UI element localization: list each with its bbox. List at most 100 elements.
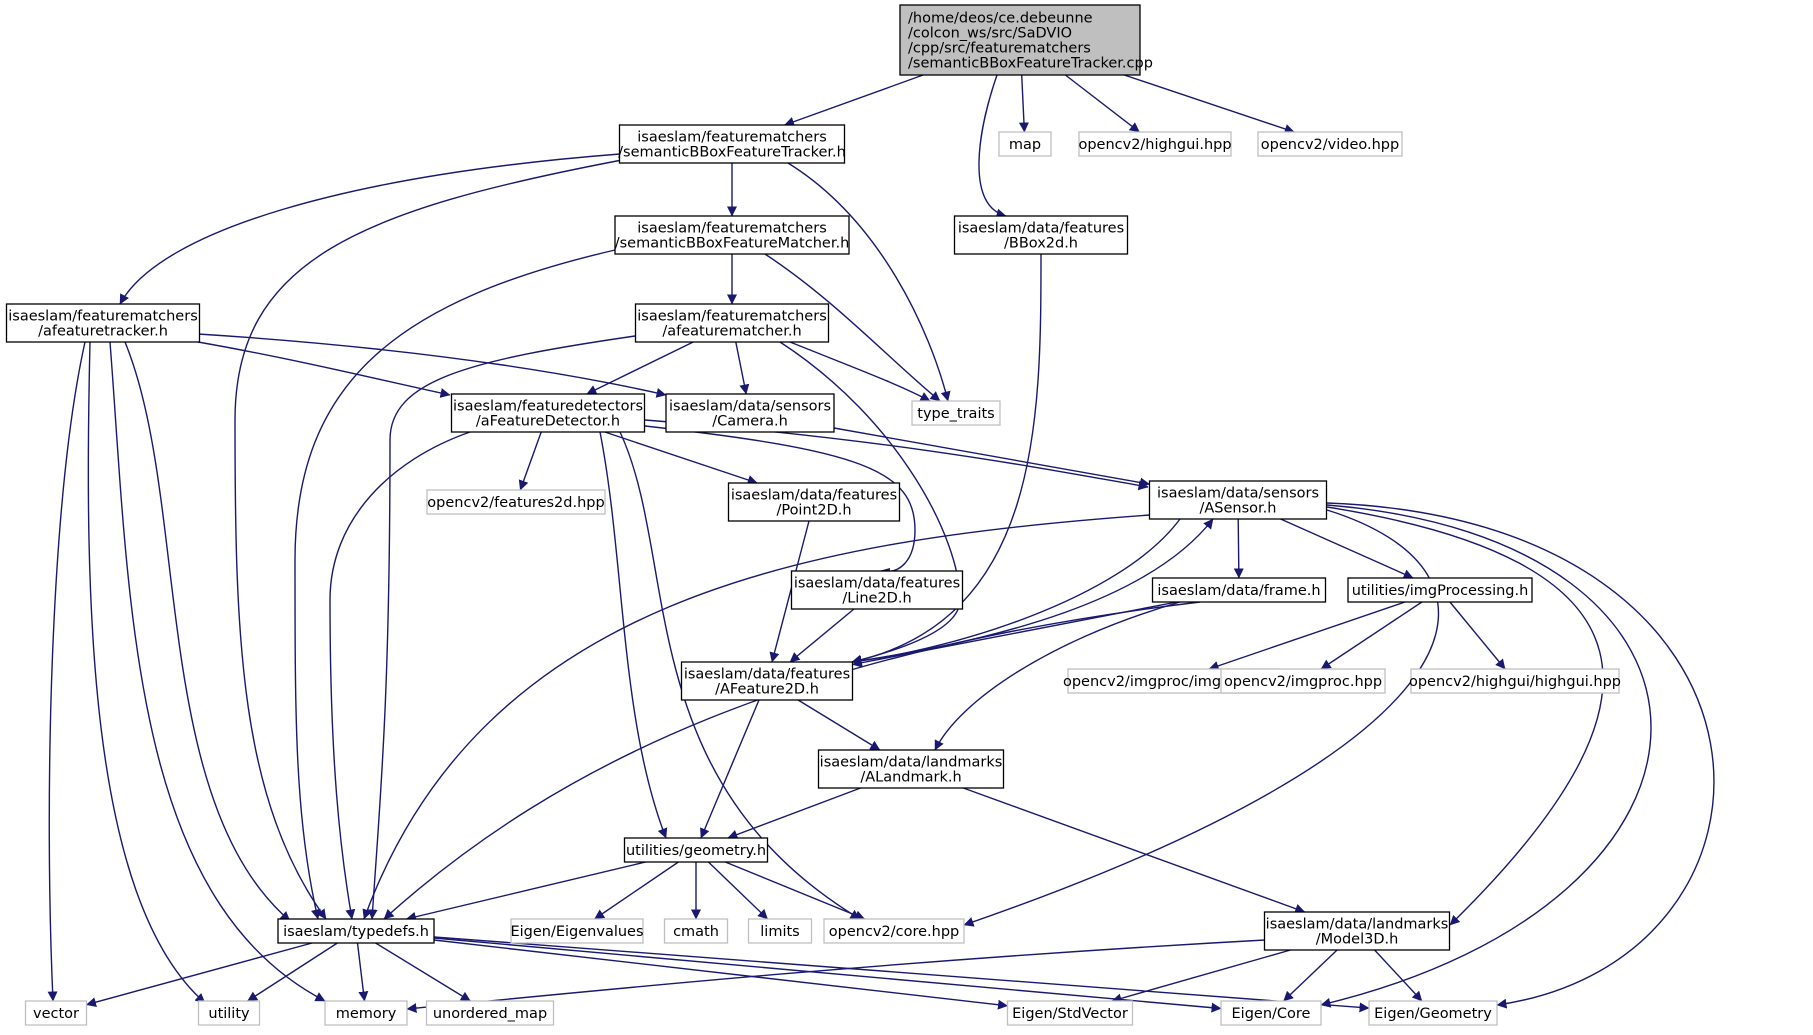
node-box <box>663 918 729 944</box>
node-camera-h[interactable]: isaeslam/data/sensors/Camera.h <box>665 393 835 433</box>
node-label-line: isaeslam/featurematchers <box>637 309 827 325</box>
node-bbox2d-h[interactable]: isaeslam/data/features/BBox2d.h <box>953 215 1129 255</box>
node-asensor-h[interactable]: isaeslam/data/sensors/ASensor.h <box>1148 480 1328 520</box>
edge-model3d_h-to-memory <box>406 939 1266 1014</box>
edge-imgproc_h-to-highgui_highgui_hpp <box>1449 601 1506 670</box>
node-label-line: memory <box>336 1006 397 1022</box>
node-box <box>747 918 813 944</box>
node-label-line: isaeslam/data/features <box>684 667 850 683</box>
node-frame-h[interactable]: isaeslam/data/frame.h <box>1151 577 1327 603</box>
edge-typedefs_h-to-eigen_core <box>433 937 1222 1013</box>
node-box <box>823 918 965 944</box>
edge-aft_h-to-vector <box>47 341 86 1002</box>
edge-model3d_h-to-eigen_core <box>1283 949 1338 1002</box>
node-label-line: /afeaturetracker.h <box>38 324 168 340</box>
node-box <box>324 1000 408 1026</box>
node-type-traits: type_traits <box>911 400 1001 426</box>
node-layer: /home/deos/ce.debeunne/colcon_ws/src/SaD… <box>5 4 1621 1026</box>
node-label-line: /semanticBBoxFeatureTracker.cpp <box>908 56 1153 72</box>
node-label-line: isaeslam/featurematchers <box>637 130 827 146</box>
node-label-line: isaeslam/data/frame.h <box>1157 583 1320 599</box>
node-box <box>727 482 901 522</box>
edge-typedefs_h-to-unordered_map <box>375 942 471 1002</box>
edge-afd_h-to-line2d_h <box>644 425 916 578</box>
node-box <box>5 303 201 343</box>
node-label-line: /cpp/src/featurematchers <box>908 41 1091 57</box>
edge-afeature2d_h-to-alandmark_h <box>797 699 881 751</box>
node-core-hpp: opencv2/core.hpp <box>823 918 965 944</box>
node-label-line: /colcon_ws/src/SaDVIO <box>908 26 1072 42</box>
edge-afeature2d_h-to-asensor_h <box>851 518 1214 663</box>
node-highgui-hpp: opencv2/highgui.hpp <box>1078 131 1232 157</box>
node-unordered-map: unordered_map <box>425 1000 555 1026</box>
node-point2d-h[interactable]: isaeslam/data/features/Point2D.h <box>727 482 901 522</box>
node-box <box>1006 1000 1134 1026</box>
edge-asensor_h-to-imgproc_h <box>1280 518 1414 579</box>
node-map: map <box>998 131 1052 157</box>
node-limits: limits <box>747 918 813 944</box>
node-geometry-h[interactable]: utilities/geometry.h <box>623 837 769 863</box>
edge-root-to-bbox2d_h <box>978 74 1007 219</box>
node-sbfm-h[interactable]: isaeslam/featurematchers/semanticBBoxFea… <box>614 215 850 255</box>
node-label-line: isaeslam/data/sensors <box>669 399 831 415</box>
node-typedefs-h[interactable]: isaeslam/typedefs.h <box>277 918 435 944</box>
node-features2d-hpp: opencv2/features2d.hpp <box>426 489 606 515</box>
edge-model3d_h-to-eigen_geometry <box>1374 949 1423 1002</box>
node-box <box>1148 480 1328 520</box>
node-box <box>197 1000 261 1026</box>
node-label-line: /Camera.h <box>712 414 788 430</box>
node-label-line: Eigen/Geometry <box>1374 1006 1492 1022</box>
edge-asensor_h-to-eigen_geometry <box>1326 502 1715 1009</box>
edge-typedefs_h-to-stdvector <box>433 939 1008 1010</box>
node-box <box>1257 131 1403 157</box>
node-alandmark-h[interactable]: isaeslam/data/landmarks/ALandmark.h <box>817 749 1005 789</box>
node-utility: utility <box>197 1000 261 1026</box>
node-aft-h[interactable]: isaeslam/featurematchers/afeaturetracker… <box>5 303 201 343</box>
node-label-line: opencv2/highgui.hpp <box>1078 137 1231 153</box>
node-label-line: isaeslam/data/landmarks <box>1266 917 1449 933</box>
edge-afd_h-to-typedefs_h <box>329 431 471 920</box>
node-box <box>634 303 830 343</box>
node-label-line: type_traits <box>917 406 994 422</box>
edge-model3d_h-to-stdvector <box>1111 949 1291 1004</box>
node-label-line: /Model3D.h <box>1316 932 1399 948</box>
node-label-line: /semanticBBoxFeatureMatcher.h <box>615 236 850 252</box>
node-box <box>998 131 1052 157</box>
edge-sbft_h-to-typedefs_h <box>234 159 623 920</box>
node-box <box>899 4 1141 76</box>
edge-geometry_h-to-core_hpp <box>725 861 866 921</box>
edge-asensor_h-to-frame_h <box>1233 518 1244 579</box>
edge-bbox2d_h-to-afeature2d_h <box>851 253 1042 665</box>
node-label-line: isaeslam/featuredetectors <box>453 399 643 415</box>
node-afm-h[interactable]: isaeslam/featurematchers/afeaturematcher… <box>634 303 830 343</box>
node-label-line: isaeslam/data/features <box>958 221 1124 237</box>
node-root[interactable]: /home/deos/ce.debeunne/colcon_ws/src/SaD… <box>899 4 1153 76</box>
node-label-line: utilities/imgProcessing.h <box>1352 583 1529 599</box>
node-label-line: opencv2/core.hpp <box>829 924 959 940</box>
edge-asensor_h-to-model3d_h <box>1326 506 1604 926</box>
edge-afd_h-to-point2d_h <box>604 431 758 485</box>
node-box <box>1220 1000 1322 1026</box>
node-label-line: /aFeatureDetector.h <box>476 414 620 430</box>
node-afeature2d-h[interactable]: isaeslam/data/features/AFeature2D.h <box>680 661 854 701</box>
node-label-line: /ALandmark.h <box>860 770 961 786</box>
edge-asensor_h-to-core_hpp <box>963 509 1440 927</box>
edge-aft_h-to-memory <box>109 341 326 1002</box>
node-label-line: /afeaturematcher.h <box>662 324 801 340</box>
edge-layer <box>47 74 1715 1014</box>
node-sbft-h[interactable]: isaeslam/featurematchers/semanticBBoxFea… <box>618 124 846 164</box>
node-line2d-h[interactable]: isaeslam/data/features/Line2D.h <box>790 570 964 610</box>
node-box <box>450 393 646 433</box>
node-model3d-h[interactable]: isaeslam/data/landmarks/Model3D.h <box>1263 911 1451 951</box>
node-label-line: opencv2/highgui/highgui.hpp <box>1409 674 1621 690</box>
node-label-line: Eigen/Core <box>1232 1006 1311 1022</box>
node-afd-h[interactable]: isaeslam/featuredetectors/aFeatureDetect… <box>450 393 646 433</box>
node-label-line: opencv2/video.hpp <box>1261 137 1399 153</box>
edge-afd_h-to-features2d_hpp <box>518 431 542 491</box>
node-stdvector: Eigen/StdVector <box>1006 1000 1134 1026</box>
edge-afd_h-to-geometry_h <box>599 431 668 839</box>
node-label-line: isaeslam/featurematchers <box>637 221 827 237</box>
edge-frame_h-to-typedefs_h <box>383 601 1201 920</box>
node-imgproc-h[interactable]: utilities/imgProcessing.h <box>1347 577 1533 603</box>
